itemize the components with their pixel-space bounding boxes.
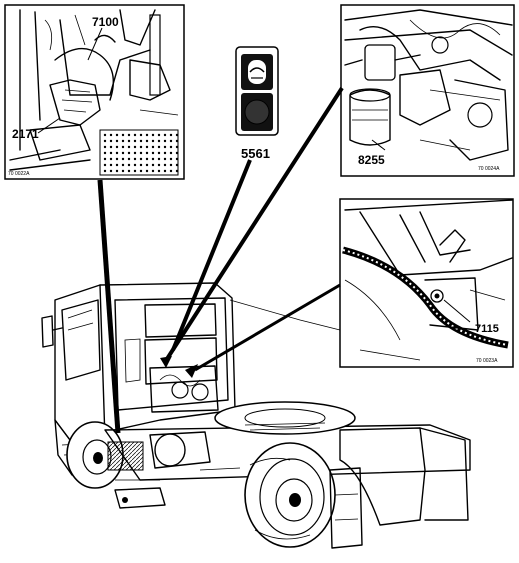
leader-line-7115 [443,299,471,323]
leader-line-7100 [87,27,103,61]
figure-ref-1: 70 0022A [8,171,30,177]
engine-drawing [344,9,513,161]
detail-panel-cab-rear: 7115 70 0023A [339,198,514,368]
pointer-line-engine [163,86,344,364]
callout-2171: 2171 [12,127,39,141]
leader-line-8255 [371,139,386,151]
callout-7115: 7115 [475,323,499,335]
truck-tractor-drawing [41,282,471,549]
pointer-line-switch-panel [171,159,252,351]
engine-bay-drawing [9,9,179,176]
figure-ref-3: 70 0023A [476,358,498,364]
cab-rear-drawing [342,199,513,361]
callout-7100: 7100 [92,15,119,29]
pointer-line-engine-bay [97,179,121,434]
detail-panel-engine-bay-left: 7100 2171 70 0022A [4,4,185,180]
leader-line-2171 [37,117,61,134]
figure-ref-2: 70 0024A [478,166,500,172]
callout-5561: 5561 [241,146,270,161]
pointer-lines [97,86,344,434]
pointer-line-cab-rear [194,283,341,372]
switch-panel-5561: 5561 [235,46,279,161]
detail-panel-engine-right: 8255 70 0024A [340,4,515,177]
callout-8255: 8255 [358,153,385,167]
fifth-wheel [214,401,356,435]
